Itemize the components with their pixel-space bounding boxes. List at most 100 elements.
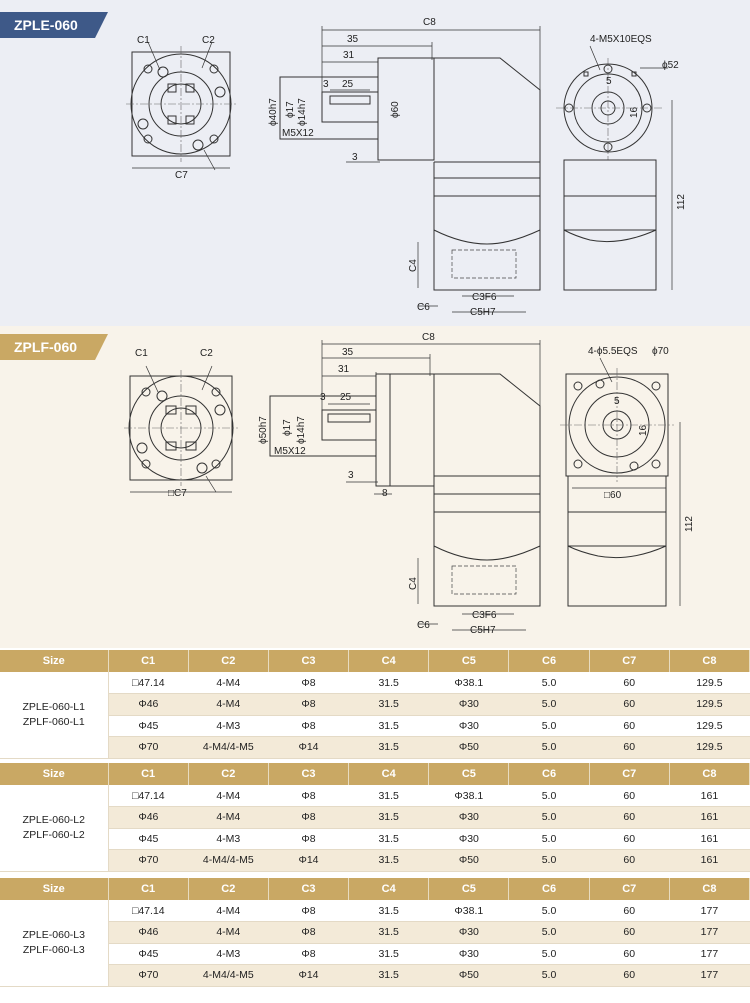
table-header-row: Size C1 C2 C3 C4 C5 C6 C7 C8 <box>0 763 750 785</box>
header-c5: C5 <box>428 650 510 672</box>
cell: 60 <box>589 943 670 965</box>
zple-c2-label: C2 <box>202 35 215 46</box>
zple-c7-label: C7 <box>175 170 188 181</box>
cell: 4-M4 <box>188 693 269 716</box>
zplf-c5-label: C5H7 <box>470 625 496 636</box>
cell: 5.0 <box>508 693 590 716</box>
size-line: ZPLE-060-L3 <box>22 928 85 941</box>
zplf-c8-label: C8 <box>422 332 435 343</box>
header-c7: C7 <box>589 763 670 785</box>
cell: Φ45 <box>108 715 189 737</box>
cell: □47.14 <box>108 785 189 807</box>
cell: 60 <box>589 849 670 872</box>
cell: 5.0 <box>508 943 590 965</box>
header-c4: C4 <box>348 763 430 785</box>
zple-c1-label: C1 <box>137 35 150 46</box>
zplf-dim-35: 35 <box>342 347 354 358</box>
cell: 129.5 <box>669 693 750 716</box>
cell: □47.14 <box>108 900 189 922</box>
cell: 177 <box>669 921 750 944</box>
zplf-c4-label: C4 <box>408 577 419 590</box>
cell: 4-M4/4-M5 <box>188 849 269 872</box>
zplf-dim-3b: 3 <box>348 470 354 481</box>
cell: 177 <box>669 943 750 965</box>
cell: 177 <box>669 964 750 987</box>
header-c8: C8 <box>669 763 750 785</box>
cell: Φ8 <box>268 693 349 716</box>
cell: 129.5 <box>669 736 750 759</box>
header-c5: C5 <box>428 878 510 900</box>
cell: 5.0 <box>508 672 590 694</box>
cell: 4-M4/4-M5 <box>188 736 269 759</box>
header-c1: C1 <box>108 763 189 785</box>
size-line: ZPLF-060-L3 <box>22 943 85 956</box>
zple-060-drawing: C1 C2 C7 C8 35 31 3 25 3 ϕ40h7 ϕ17 ϕ14h7… <box>126 17 687 318</box>
zple-dia-17: ϕ17 <box>285 101 296 118</box>
cell: 5.0 <box>508 736 590 759</box>
header-c7: C7 <box>589 650 670 672</box>
cell: 60 <box>589 964 670 987</box>
zple-dim-3b: 3 <box>352 152 358 163</box>
cell: Φ8 <box>268 900 349 922</box>
cell: Φ30 <box>428 828 509 850</box>
cell: 4-M4 <box>188 806 269 829</box>
cell: Φ38.1 <box>428 672 509 694</box>
zple-dia-14: ϕ14h7 <box>297 98 308 126</box>
cell: 60 <box>589 736 670 759</box>
cell: 5.0 <box>508 921 590 944</box>
cell: 60 <box>589 900 670 922</box>
cell: Φ8 <box>268 785 349 807</box>
table-header-row: Size C1 C2 C3 C4 C5 C6 C7 C8 <box>0 650 750 672</box>
spec-table-l1: Size C1 C2 C3 C4 C5 C6 C7 C8 ZPLE-060-L1… <box>0 650 750 759</box>
cell: 161 <box>669 785 750 807</box>
zple-c4-label: C4 <box>408 259 419 272</box>
zple-side-view <box>279 26 541 313</box>
cell: Φ45 <box>108 828 189 850</box>
zplf-end-view <box>560 357 681 607</box>
zple-m5-label: M5X12 <box>282 128 314 139</box>
cell: Φ70 <box>108 964 189 987</box>
zplf-input-flange-view <box>124 365 238 493</box>
cell: 5.0 <box>508 715 590 737</box>
cell: Φ8 <box>268 672 349 694</box>
cell: Φ30 <box>428 921 509 944</box>
cell: Φ14 <box>268 964 349 987</box>
size-line: ZPLF-060-L1 <box>22 715 85 728</box>
cell: 31.5 <box>348 715 429 737</box>
header-c6: C6 <box>508 650 590 672</box>
zplf-c6-label: C6 <box>417 620 430 631</box>
cell: Φ8 <box>268 921 349 944</box>
cell: Φ46 <box>108 921 189 944</box>
zple-dia-52: ϕ52 <box>662 60 679 71</box>
cell: Φ30 <box>428 806 509 829</box>
cell: 4-M3 <box>188 943 269 965</box>
zple-dim-25: 25 <box>342 79 354 90</box>
header-c7: C7 <box>589 878 670 900</box>
zple-c5-label: C5H7 <box>470 307 496 318</box>
spec-table-l3: Size C1 C2 C3 C4 C5 C6 C7 C8 ZPLE-060-L3… <box>0 878 750 987</box>
cell: Φ14 <box>268 849 349 872</box>
cell: Φ50 <box>428 964 509 987</box>
header-size: Size <box>0 763 109 785</box>
zplf-dim-3a: 3 <box>320 392 326 403</box>
cell: 161 <box>669 828 750 850</box>
header-c6: C6 <box>508 878 590 900</box>
zplf-dia-14: ϕ14h7 <box>296 416 307 444</box>
cell: 129.5 <box>669 672 750 694</box>
zplf-dim-25: 25 <box>340 392 352 403</box>
zplf-dim-5: 5 <box>614 396 620 407</box>
zple-end-view <box>556 45 673 291</box>
zple-shaft-dia: ϕ40h7 <box>268 98 279 126</box>
cell: 4-M3 <box>188 715 269 737</box>
cell: 60 <box>589 828 670 850</box>
header-size: Size <box>0 878 109 900</box>
cell: Φ8 <box>268 943 349 965</box>
cell: 60 <box>589 672 670 694</box>
zplf-height-112: 112 <box>684 516 695 532</box>
cell: 60 <box>589 715 670 737</box>
